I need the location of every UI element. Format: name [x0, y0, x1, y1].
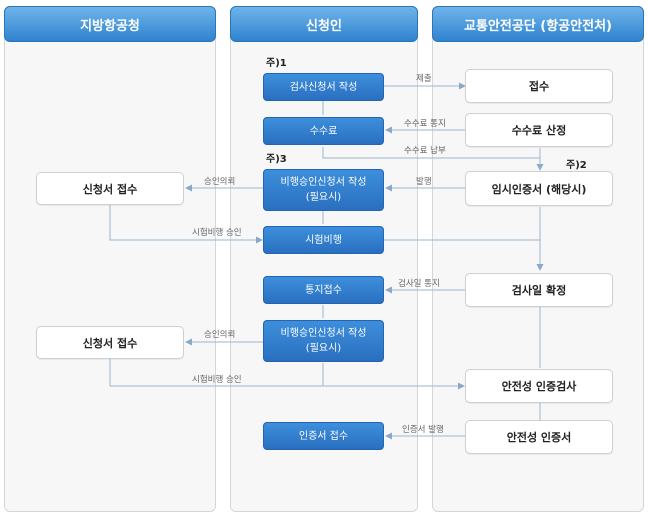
test-flight-box: 시험비행: [263, 226, 384, 254]
label-submit: 제출: [416, 74, 432, 84]
safety-certificate-box: 안전성 인증서: [465, 420, 613, 454]
flight-approval-application-box-1: 비행승인신청서 작성 (필요시): [263, 169, 384, 211]
label-approval-request-1: 승인의뢰: [204, 177, 236, 187]
label-fee-notice: 수수료 통지: [404, 119, 446, 129]
label-inspection-date-notice: 검사일 통지: [398, 279, 440, 289]
label-fee-payment: 수수료 납부: [404, 146, 446, 156]
temporary-certificate-box: 임시인증서 (해당시): [465, 171, 613, 206]
column-header-regional-office: 지방항공청: [4, 6, 216, 42]
fee-box: 수수료: [263, 117, 384, 145]
certificate-receipt-box: 인증서 접수: [263, 422, 384, 450]
label-test-flight-approval-2: 시험비행 승인: [192, 375, 242, 385]
inspection-application-box: 검사신청서 작성: [263, 73, 384, 101]
label-issue: 발행: [416, 177, 432, 187]
flight-approval-application-box-2: 비행승인신청서 작성 (필요시): [263, 320, 384, 362]
column-header-applicant: 신청인: [230, 6, 418, 42]
application-receipt-box-1: 신청서 접수: [36, 172, 184, 205]
label-approval-request-2: 승인의뢰: [204, 330, 236, 340]
flight-approval-1-line1: 비행승인신청서 작성: [280, 177, 367, 188]
note-2: 주)2: [566, 160, 587, 171]
flight-approval-1-line2: (필요시): [305, 192, 342, 203]
application-receipt-box-2: 신청서 접수: [36, 326, 184, 359]
note-3: 주)3: [266, 154, 287, 165]
fee-calculation-box: 수수료 산정: [465, 113, 613, 147]
safety-inspection-box: 안전성 인증검사: [465, 369, 613, 403]
column-left-lane: [4, 6, 216, 512]
reception-box: 접수: [465, 69, 613, 103]
label-certificate-issue: 인증서 발행: [402, 425, 444, 435]
flight-approval-2-line1: 비행승인신청서 작성: [280, 328, 367, 339]
flight-approval-2-line2: (필요시): [305, 343, 342, 354]
note-1: 주)1: [266, 58, 287, 69]
label-test-flight-approval-1: 시험비행 승인: [192, 228, 242, 238]
inspection-date-confirm-box: 검사일 확정: [465, 273, 613, 307]
column-header-ts-authority: 교통안전공단 (항공안전처): [432, 6, 644, 42]
notice-receipt-box: 통지접수: [263, 276, 384, 304]
